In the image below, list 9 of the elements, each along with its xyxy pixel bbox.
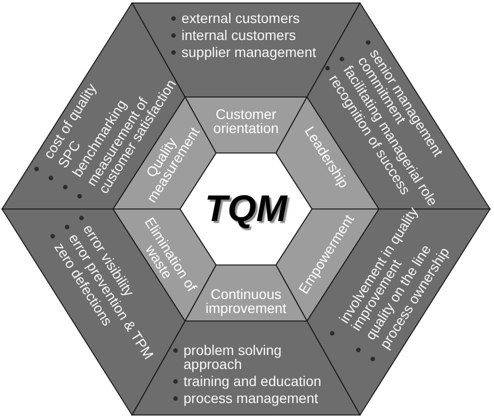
segment-label: Customer orientation xyxy=(212,107,280,135)
list-item-text: process management xyxy=(184,391,318,405)
list-item-text: supplier management xyxy=(182,45,316,59)
center-label: TQM xyxy=(204,189,288,229)
list-item-text: internal customers xyxy=(182,28,296,42)
outer-ring-segment xyxy=(2,209,185,415)
list-item-text: external customers xyxy=(182,11,300,25)
list-item-text: training and education xyxy=(184,374,322,388)
segment-label: Continuous improvement xyxy=(204,287,288,315)
